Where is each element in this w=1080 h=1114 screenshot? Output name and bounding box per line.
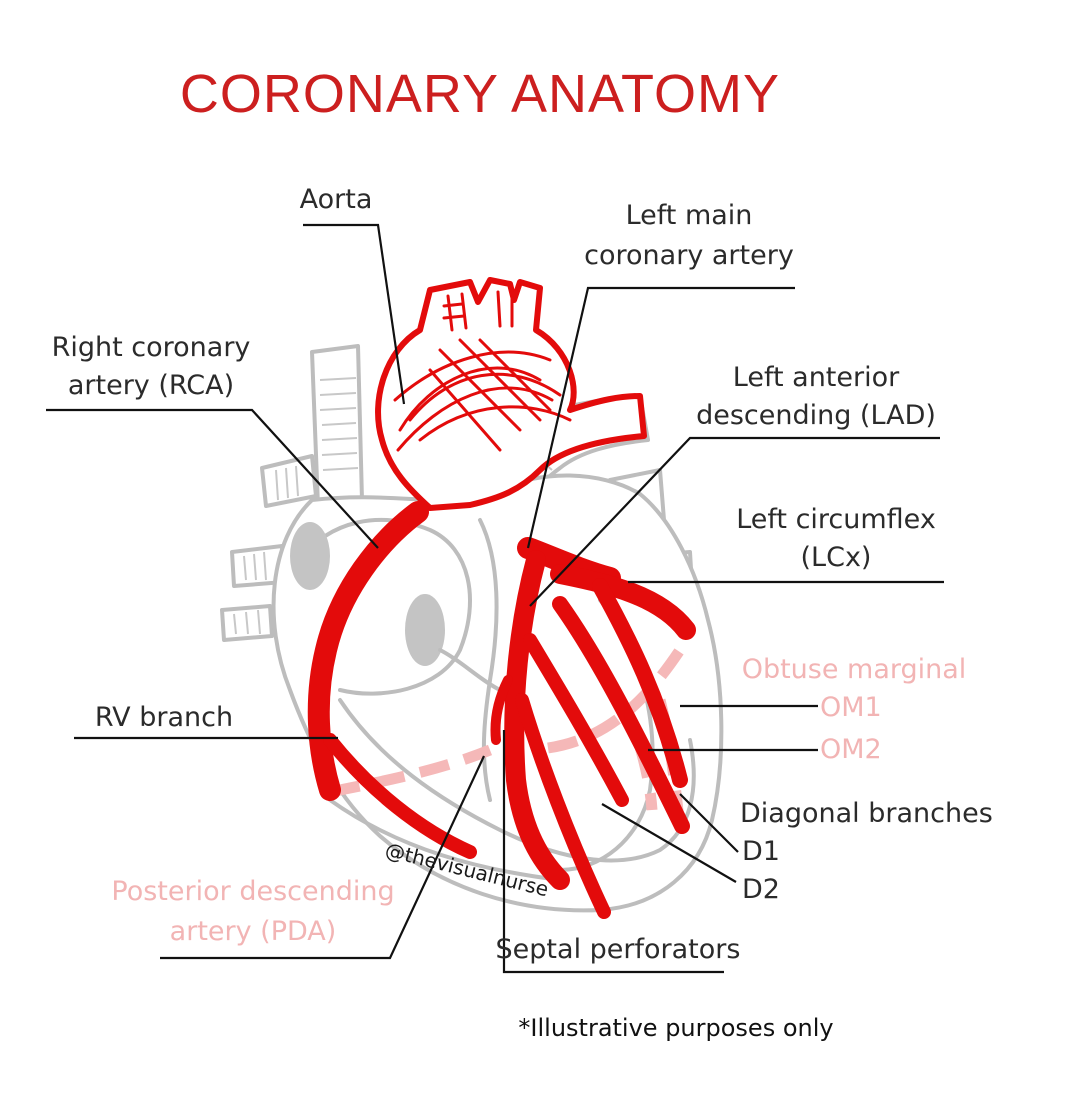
rca-leader <box>46 408 379 549</box>
labels: Aorta Left main coronary artery Right co… <box>52 184 993 965</box>
om1-artery <box>592 578 688 788</box>
label-lad-line1: Left anterior <box>733 362 900 393</box>
om2-artery <box>552 596 690 834</box>
label-septal-perforators: Septal perforators <box>496 934 741 965</box>
vena-cava-shape <box>310 344 364 508</box>
label-lad-line2: descending (LAD) <box>696 400 936 431</box>
label-rca-line2: artery (RCA) <box>68 370 234 401</box>
diagonal-d2-artery <box>515 693 611 919</box>
left-main-leader <box>526 286 795 549</box>
aorta-arch <box>375 277 647 511</box>
label-pda-line2: artery (PDA) <box>170 916 337 947</box>
label-lcx-line2: (LCx) <box>801 542 872 573</box>
label-lcx-line1: Left circumflex <box>736 504 936 535</box>
rca-artery <box>307 501 429 801</box>
lad-artery <box>504 550 570 890</box>
label-diagonal-branches: Diagonal branches <box>740 798 993 829</box>
posterior-lv-dashed <box>547 646 685 754</box>
right-atrium-contour <box>298 518 472 696</box>
lcx-artery <box>550 564 696 640</box>
rca-marginal-artery <box>323 733 477 859</box>
coronary-arteries <box>307 501 696 919</box>
aorta-illustration <box>375 277 647 511</box>
ventricle-contour <box>338 698 696 863</box>
label-aorta: Aorta <box>300 184 373 215</box>
label-rv-branch: RV branch <box>95 702 233 733</box>
footnote: *Illustrative purposes only <box>518 1014 833 1042</box>
label-om2: OM2 <box>820 734 882 765</box>
diagonal-d1-artery <box>523 633 629 807</box>
aorta-hatching <box>393 350 572 452</box>
pda-leader <box>160 755 485 960</box>
vessel-stub-upper <box>260 454 318 508</box>
lad-leader <box>529 436 940 607</box>
septal-leader <box>502 730 724 974</box>
valve-lower <box>405 594 445 666</box>
label-pda-line1: Posterior descending <box>111 876 394 907</box>
septum-contour <box>478 518 499 802</box>
leader-lines <box>46 223 944 974</box>
lower-contour <box>328 798 562 882</box>
label-rca-line1: Right coronary <box>52 332 251 363</box>
label-d1: D1 <box>742 836 780 867</box>
d1-leader <box>679 793 739 853</box>
valve-upper <box>290 522 330 590</box>
label-om1: OM1 <box>820 692 882 723</box>
septal-artery <box>490 675 513 745</box>
diagram-title: CORONARY ANATOMY <box>180 64 780 124</box>
aorta-leader <box>303 223 406 405</box>
label-left-main-line1: Left main <box>626 200 753 231</box>
pda-dashed-artery <box>328 744 493 798</box>
label-left-main-line2: coronary artery <box>584 240 794 271</box>
label-d2: D2 <box>742 874 780 905</box>
label-obtuse-marginal: Obtuse marginal <box>742 654 967 685</box>
d2-leader <box>601 803 737 883</box>
